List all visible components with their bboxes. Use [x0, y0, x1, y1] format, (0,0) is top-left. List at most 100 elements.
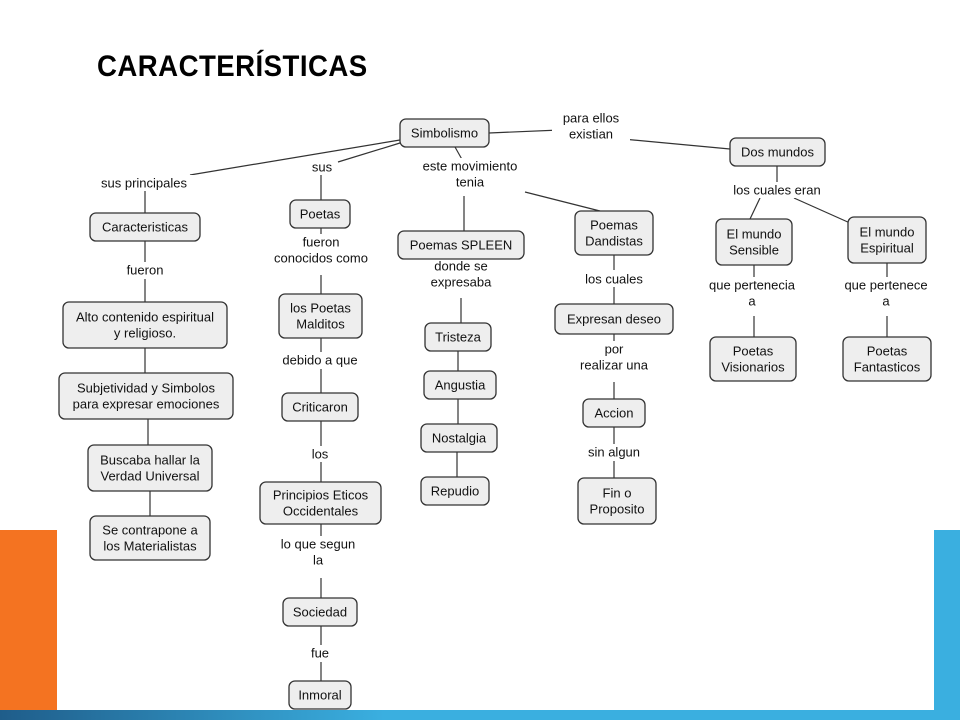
concept-node-text: Angustia — [435, 378, 486, 393]
connector-line — [524, 191, 601, 212]
concept-node-text: para expresar emociones — [73, 397, 220, 412]
concept-node-simbolismo: Simbolismo — [399, 118, 490, 148]
slide-title: CARACTERÍSTICAS — [97, 50, 368, 83]
link-label-text: la — [313, 553, 324, 568]
concept-node-text: Se contrapone a — [102, 523, 198, 538]
concept-node-text: y religioso. — [114, 326, 176, 341]
concept-node-dos-mundos: Dos mundos — [729, 137, 826, 167]
link-label-text: los cuales — [585, 272, 643, 287]
concept-node-text: Sensible — [729, 243, 779, 258]
connector-line — [337, 142, 401, 163]
link-label-text: sus — [312, 160, 333, 175]
concept-node-text: Dandistas — [585, 234, 643, 249]
orange-accent-bar — [0, 530, 62, 720]
concept-node-expresan-deseo: Expresan deseo — [554, 303, 674, 335]
concept-node-text: Poetas — [733, 344, 774, 359]
link-label-debido-a-que: debido a que — [273, 352, 367, 368]
link-label-fueron: fueron — [120, 262, 170, 278]
link-label-text: este movimiento — [423, 159, 518, 174]
concept-node-nostalgia: Nostalgia — [420, 423, 498, 453]
concept-node-repudio: Repudio — [420, 476, 490, 506]
link-label-text: realizar una — [580, 358, 649, 373]
concept-node-text: Visionarios — [721, 360, 785, 375]
concept-node-tristeza: Tristeza — [424, 322, 492, 352]
concept-node-text: El mundo — [727, 227, 782, 242]
concept-node-text: Poemas — [590, 218, 638, 233]
concept-node-text: Sociedad — [293, 605, 347, 620]
concept-node-text: Subjetividad y Simbolos — [77, 381, 216, 396]
link-label-text: fueron — [127, 263, 164, 278]
concept-node-text: Repudio — [431, 484, 479, 499]
concept-node-text: los Materialistas — [103, 539, 197, 554]
concept-node-text: Malditos — [296, 317, 345, 332]
connector-line — [189, 139, 401, 176]
concept-node-text: Proposito — [590, 502, 645, 517]
link-label-text: debido a que — [282, 353, 357, 368]
concept-node-sociedad: Sociedad — [282, 597, 358, 627]
link-label-text: existian — [569, 127, 613, 142]
link-label-text: lo que segun — [281, 537, 355, 552]
link-label-text: por — [605, 342, 624, 357]
concept-node-text: Poetas — [867, 344, 908, 359]
concept-node-poemas-spleen: Poemas SPLEEN — [397, 230, 525, 260]
link-label-los-cuales-eran: los cuales eran — [720, 182, 834, 198]
link-label-sus: sus — [308, 159, 336, 175]
link-label-text: a — [882, 294, 890, 309]
link-label-los-cuales: los cuales — [575, 271, 653, 287]
concept-node-text: Tristeza — [435, 330, 482, 345]
concept-node-text: Buscaba hallar la — [100, 453, 200, 468]
connector-line — [488, 129, 561, 134]
bottom-accent-band — [0, 710, 960, 720]
concept-node-text: Accion — [594, 406, 633, 421]
link-label-fue: fue — [306, 645, 334, 661]
link-label-text: fue — [311, 646, 329, 661]
link-label-sus-principales: sus principales — [87, 175, 201, 191]
concept-node-criticaron: Criticaron — [281, 392, 359, 422]
link-label-text: tenia — [456, 175, 485, 190]
concept-node-text: Espiritual — [860, 241, 914, 256]
concept-node-poetas: Poetas — [289, 199, 351, 229]
link-label-text: que pertenece — [844, 278, 927, 293]
concept-node-text: Dos mundos — [741, 145, 814, 160]
blue-accent-bar — [930, 530, 960, 720]
link-label-text: expresaba — [431, 275, 492, 290]
concept-node-text: Criticaron — [292, 400, 348, 415]
link-label-sin-algun: sin algun — [578, 444, 650, 460]
link-label-text: para ellos — [563, 111, 620, 126]
concept-node-text: El mundo — [860, 225, 915, 240]
link-label-text: sin algun — [588, 445, 640, 460]
link-label-text: donde se — [434, 259, 488, 274]
concept-node-inmoral: Inmoral — [288, 680, 352, 710]
concept-node-text: Verdad Universal — [101, 469, 200, 484]
connector-line — [622, 138, 731, 150]
concept-node-text: Expresan deseo — [567, 312, 661, 327]
concept-node-text: Poemas SPLEEN — [410, 238, 513, 253]
link-label-text: fueron — [303, 235, 340, 250]
concept-node-text: Fin o — [603, 486, 632, 501]
link-label-text: a — [748, 294, 756, 309]
concept-node-angustia: Angustia — [423, 370, 497, 400]
concept-node-text: Inmoral — [298, 688, 341, 703]
concept-node-accion: Accion — [582, 398, 646, 428]
concept-node-text: Alto contenido espiritual — [76, 310, 214, 325]
link-label-text: los — [312, 447, 329, 462]
connector-line — [793, 197, 851, 224]
concept-node-caracteristicas: Caracteristicas — [89, 212, 201, 242]
concept-node-text: Principios Eticos — [273, 488, 369, 503]
concept-node-text: Occidentales — [283, 504, 359, 519]
